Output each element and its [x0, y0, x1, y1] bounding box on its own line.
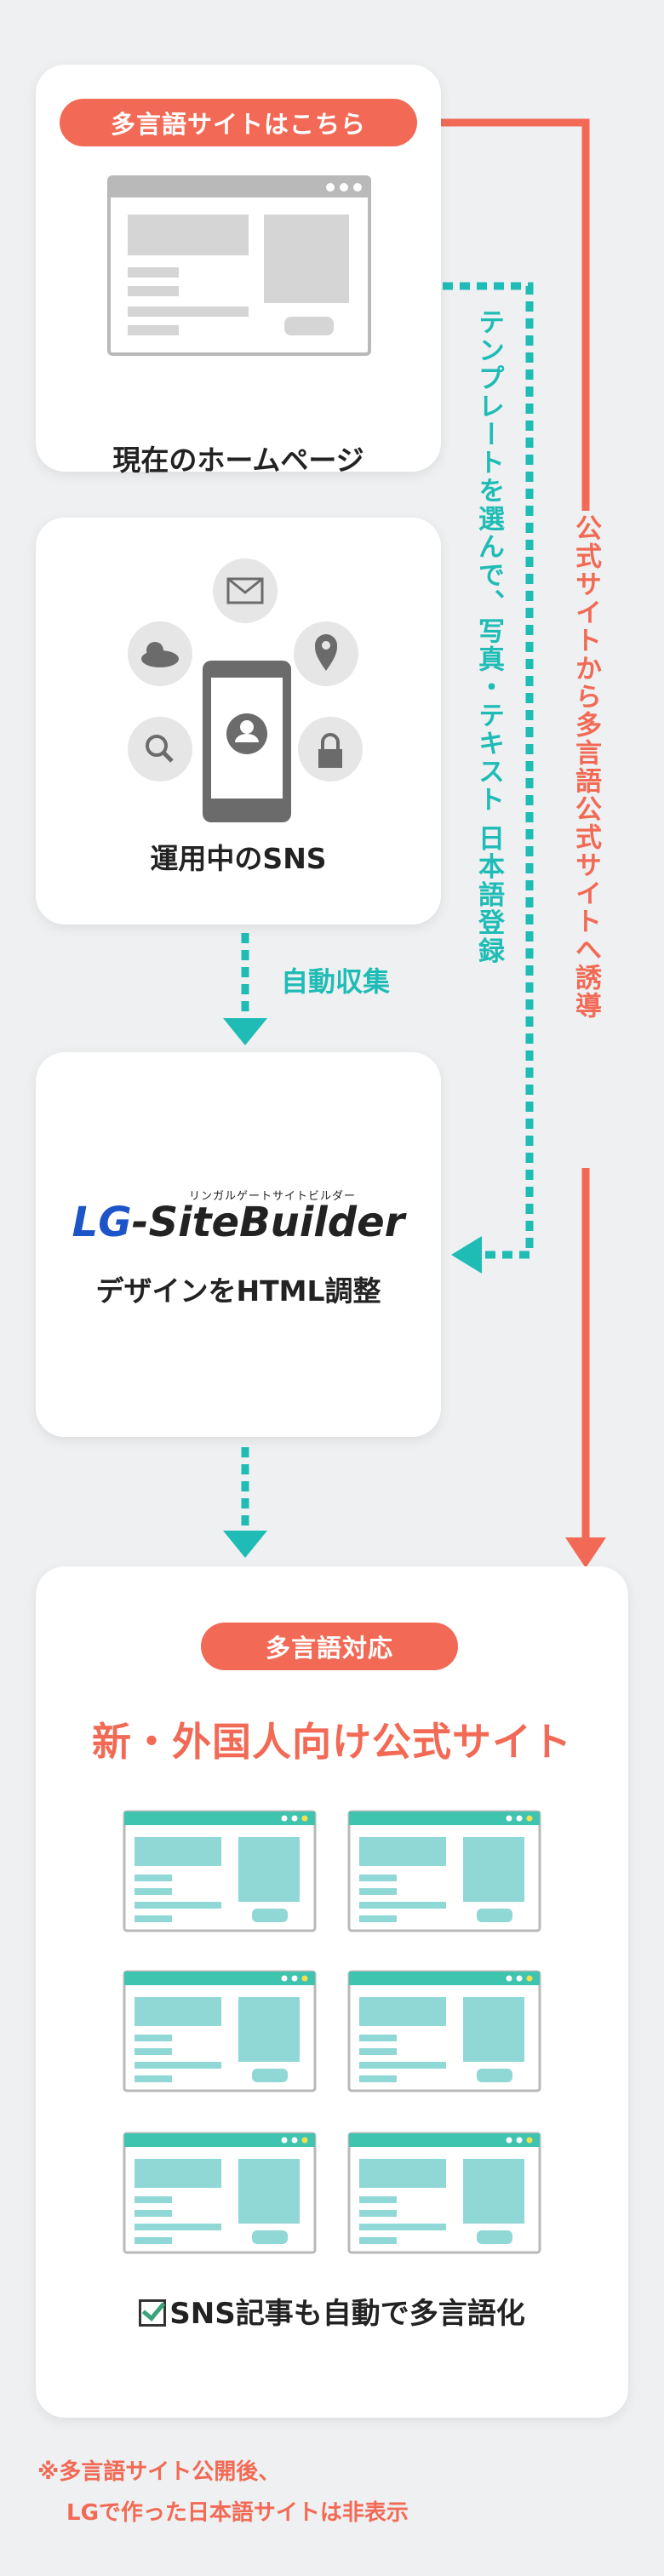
template-arrowhead — [451, 1236, 482, 1274]
website-mockup-icon — [123, 1970, 317, 2092]
multilingual-site-link-button[interactable]: 多言語サイトはこちら — [60, 99, 417, 146]
multilingual-badge: 多言語対応 — [201, 1623, 458, 1670]
redirect-arrowhead — [565, 1537, 606, 1568]
sitebuilder-logo: LG-SiteBuilder — [51, 1199, 426, 1246]
sns-card: 運用中のSNS — [36, 518, 441, 924]
homepage-mockup-icon — [107, 175, 371, 356]
redirect-arrow-line — [417, 118, 590, 511]
sns-auto-translate-note: SNS記事も自動で多言語化 — [36, 2290, 628, 2332]
mail-icon — [213, 558, 278, 623]
sitebuilder-card — [36, 1052, 441, 1437]
checkbox-icon — [139, 2299, 167, 2327]
website-mockup-icon — [123, 1810, 317, 1932]
redirect-note: 公式サイトから多言語公式サイトへ誘導 — [570, 514, 601, 1020]
sitebuilder-caption: デザインをHTML調整 — [95, 1274, 381, 1308]
logo-lg: LG — [72, 1199, 132, 1246]
sns-caption: 運用中のSNS — [150, 842, 327, 875]
website-mockup-icon — [347, 1810, 541, 1932]
sns-note-text: SNS記事も自動で多言語化 — [169, 2297, 525, 2331]
cloud-icon — [128, 621, 192, 686]
website-mockup-icon — [347, 1970, 541, 2092]
logo-sitebuilder: -SiteBuilder — [131, 1199, 405, 1246]
website-mockup-icon — [123, 2132, 317, 2254]
lock-icon — [298, 717, 363, 781]
footnote: ※多言語サイト公開後、 LGで作った日本語サイトは非表示 — [37, 2452, 409, 2533]
sns-illustration — [128, 558, 363, 822]
auto-collect-label: 自動収集 — [281, 965, 391, 998]
footnote-line2: LGで作った日本語サイトは非表示 — [66, 2500, 409, 2526]
search-icon — [128, 717, 192, 781]
template-note: テンプレートを選んで、写真・テキスト 日本語登録 — [473, 308, 504, 965]
template-arrow-line — [443, 282, 534, 1259]
result-title: 新・外国人向け公式サイト — [92, 1719, 572, 1765]
website-mockup-icon — [347, 2132, 541, 2254]
footnote-line1: ※多言語サイト公開後、 — [37, 2459, 281, 2485]
auto-collect-arrowhead — [223, 1018, 267, 1045]
smartphone-icon — [203, 661, 291, 822]
current-homepage-caption: 現在のホームページ — [112, 444, 364, 477]
logo-ruby-text: リンガルゲートサイトビルダー — [188, 1190, 356, 1203]
publish-arrowhead — [223, 1531, 267, 1558]
location-pin-icon — [294, 621, 358, 686]
